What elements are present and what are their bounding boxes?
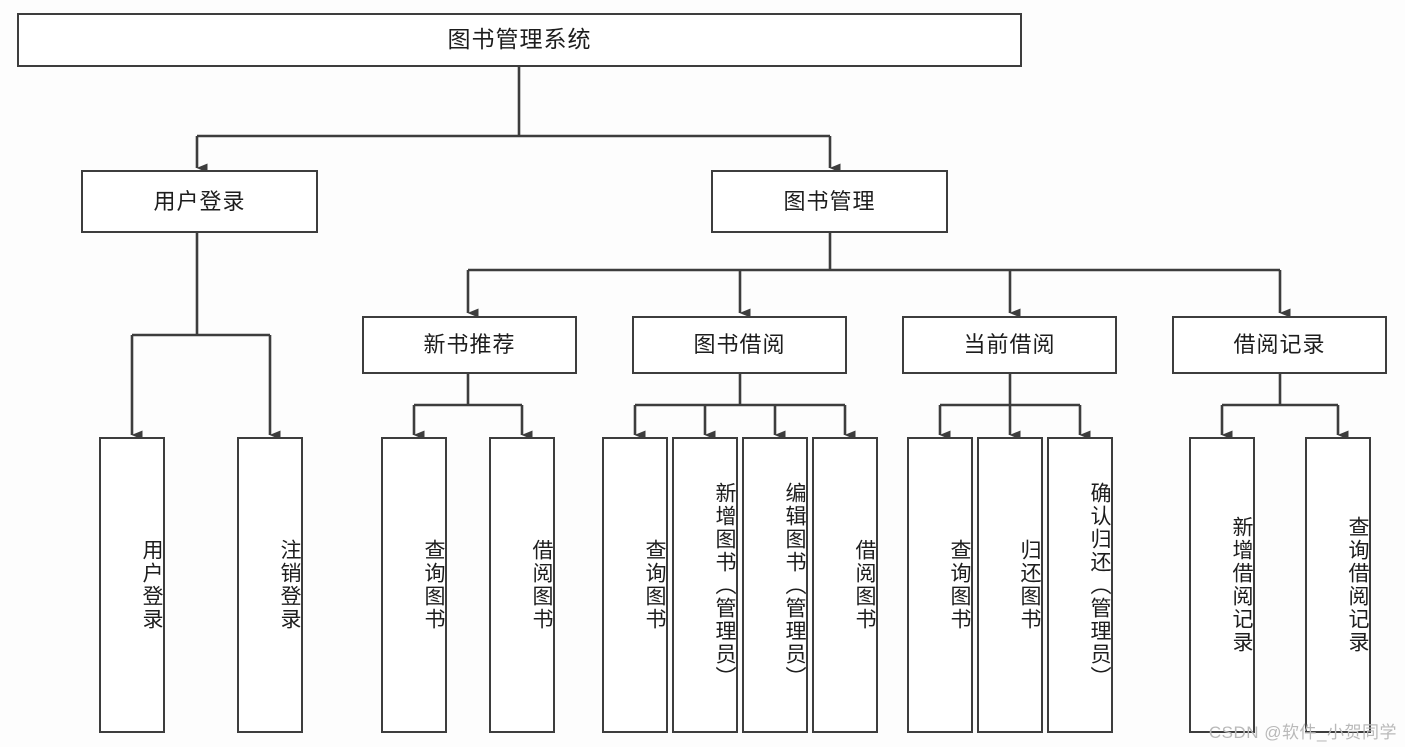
node-label: 查询图书 (643, 539, 666, 631)
node-label: 当前借阅 (963, 332, 1056, 358)
node-label: 查询借阅记录 (1346, 516, 1369, 654)
node-label: 新书推荐 (423, 332, 516, 358)
node-label: 图书借阅 (693, 332, 786, 358)
node-label: 查询图书 (948, 539, 971, 631)
node-label: 新增图书（管理员） (713, 481, 736, 689)
node-label: 新增借阅记录 (1230, 516, 1253, 654)
node-label: 图书管理系统 (447, 26, 592, 53)
node-leaf-edit-book[interactable]: 编辑图书（管理员） (742, 437, 808, 733)
node-label: 确认归还（管理员） (1088, 481, 1111, 689)
node-leaf-confirm-return[interactable]: 确认归还（管理员） (1047, 437, 1113, 733)
node-leaf-query-book-2[interactable]: 查询图书 (602, 437, 668, 733)
node-label: 借阅记录 (1233, 332, 1326, 358)
node-label: 用户登录 (140, 539, 163, 631)
node-leaf-query-book-3[interactable]: 查询图书 (907, 437, 973, 733)
node-leaf-query-record[interactable]: 查询借阅记录 (1305, 437, 1371, 733)
node-borrow-record[interactable]: 借阅记录 (1172, 316, 1387, 374)
node-leaf-add-book[interactable]: 新增图书（管理员） (672, 437, 738, 733)
node-leaf-user-login[interactable]: 用户登录 (99, 437, 165, 733)
node-leaf-query-book-1[interactable]: 查询图书 (381, 437, 447, 733)
node-book-borrow[interactable]: 图书借阅 (632, 316, 847, 374)
node-leaf-return-book[interactable]: 归还图书 (977, 437, 1043, 733)
node-label: 注销登录 (278, 539, 301, 631)
node-user-login[interactable]: 用户登录 (81, 170, 318, 233)
node-label: 归还图书 (1018, 539, 1041, 631)
node-book-management[interactable]: 图书管理 (711, 170, 948, 233)
node-leaf-logout-login[interactable]: 注销登录 (237, 437, 303, 733)
node-label: 用户登录 (153, 188, 246, 214)
node-label: 查询图书 (422, 539, 445, 631)
node-leaf-add-record[interactable]: 新增借阅记录 (1189, 437, 1255, 733)
node-label: 编辑图书（管理员） (783, 481, 806, 689)
node-root[interactable]: 图书管理系统 (17, 13, 1022, 67)
csdn-watermark: CSDN @软件_小贺同学 (1208, 723, 1397, 742)
node-label: 图书管理 (783, 188, 876, 214)
node-leaf-borrow-book-2[interactable]: 借阅图书 (812, 437, 878, 733)
node-leaf-borrow-book-1[interactable]: 借阅图书 (489, 437, 555, 733)
node-label: 借阅图书 (853, 539, 876, 631)
node-new-book-recommend[interactable]: 新书推荐 (362, 316, 577, 374)
node-label: 借阅图书 (530, 539, 553, 631)
node-current-borrow[interactable]: 当前借阅 (902, 316, 1117, 374)
